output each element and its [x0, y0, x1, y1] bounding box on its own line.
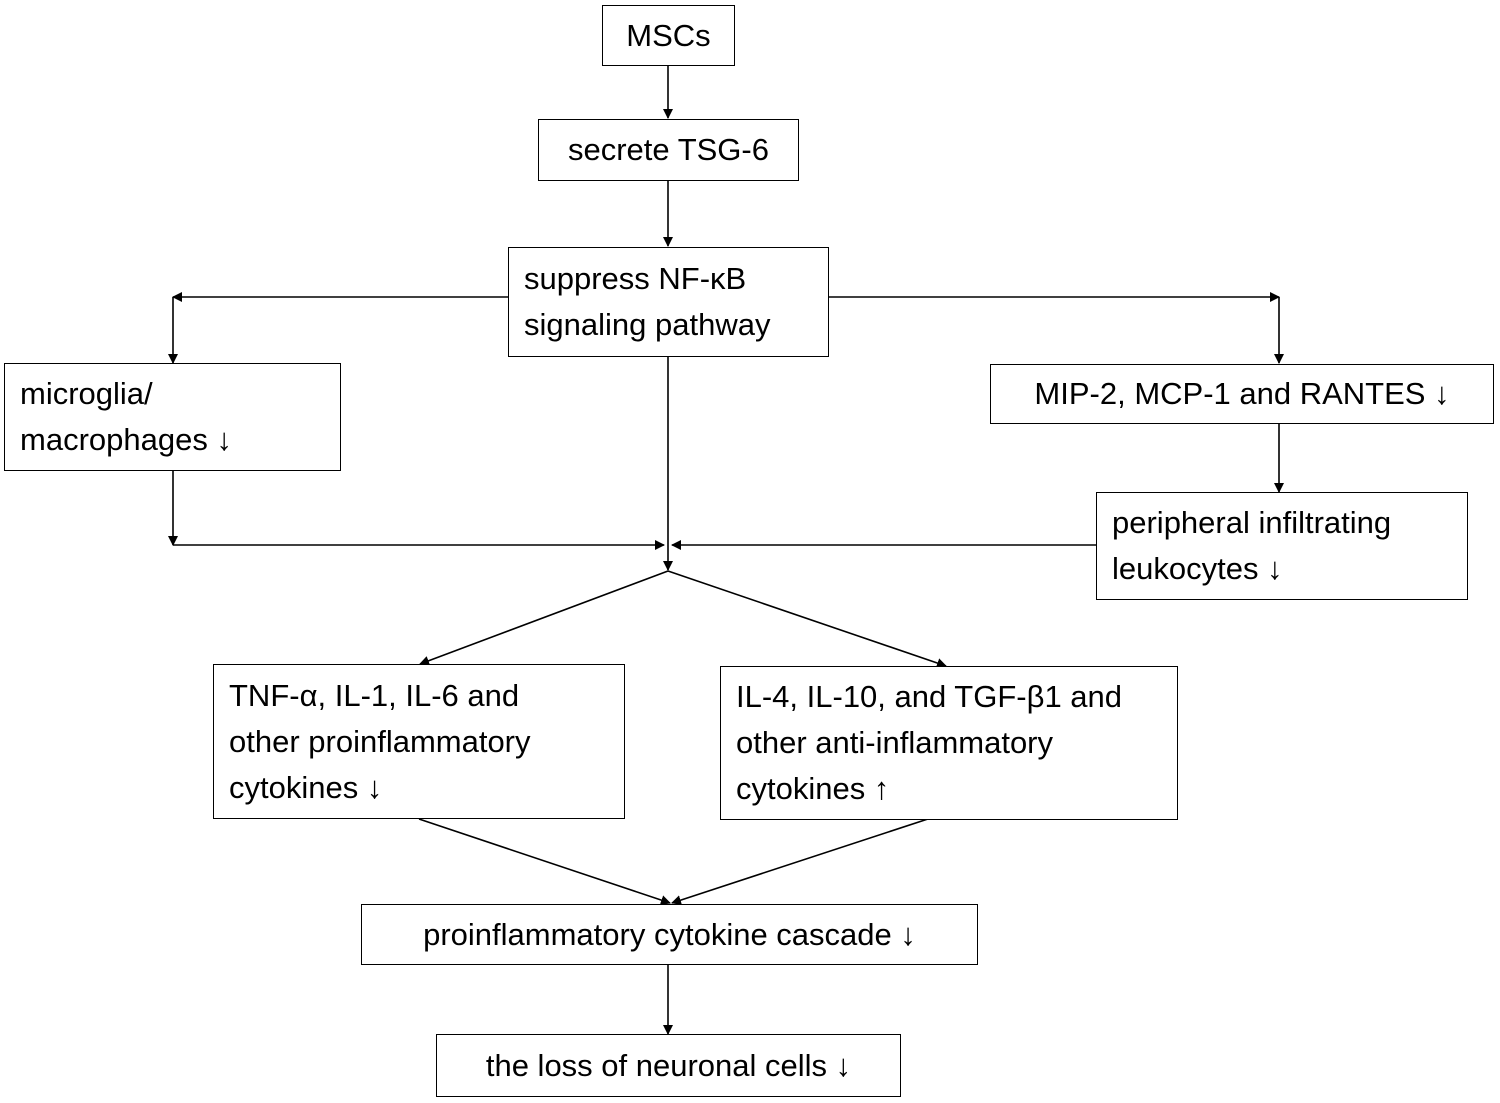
node-secrete-tsg6-line-1: secrete TSG-6: [567, 132, 769, 167]
node-proinflammatory-line-3: cytokines ↓: [229, 769, 383, 805]
node-microglia-macrophages: microglia/ macrophages ↓: [4, 363, 341, 471]
node-antiinflammatory-line-3: cytokines ↑: [736, 771, 890, 806]
node-neuronal-line-1: the loss of neuronal cells ↓: [485, 1047, 852, 1083]
node-secrete-tsg6: secrete TSG-6: [538, 119, 799, 181]
node-microglia-line-2: macrophages ↓: [20, 422, 232, 457]
node-cascade-line-1: proinflammatory cytokine cascade ↓: [423, 916, 916, 952]
arrow-merge-to-proinflammatory: [419, 570, 669, 666]
node-neuronal-loss: the loss of neuronal cells ↓: [436, 1034, 901, 1097]
node-antiinflammatory-line-2: other anti-inflammatory: [736, 725, 1054, 760]
node-cytokine-cascade: proinflammatory cytokine cascade ↓: [361, 904, 978, 965]
node-chemokines-line-1: MIP-2, MCP-1 and RANTES ↓: [1034, 376, 1450, 411]
node-proinflammatory-line-1: TNF-α, IL-1, IL-6 and: [229, 677, 520, 713]
node-leukocytes-line-1: peripheral infiltrating: [1112, 505, 1392, 540]
node-peripheral-leukocytes: peripheral infiltrating leukocytes ↓: [1096, 492, 1468, 600]
node-leukocytes-line-2: leukocytes ↓: [1112, 551, 1283, 586]
node-antiinflammatory-cytokines: IL-4, IL-10, and TGF-β1 and other anti-i…: [720, 666, 1178, 820]
node-microglia-line-1: microglia/: [20, 376, 153, 411]
node-antiinflammatory-line-1: IL-4, IL-10, and TGF-β1 and: [736, 679, 1123, 714]
node-suppress-nfkb-line-1: suppress NF-κB: [524, 261, 747, 296]
node-proinflammatory-cytokines: TNF-α, IL-1, IL-6 and other proinflammat…: [213, 664, 625, 819]
arrow-merge-to-antiinflammatory: [667, 570, 947, 668]
node-proinflammatory-line-2: other proinflammatory: [229, 723, 531, 759]
node-suppress-nfkb-line-2: signaling pathway: [524, 307, 771, 342]
node-mscs-line-1: MSCs: [626, 17, 711, 53]
node-mscs: MSCs: [602, 5, 735, 66]
node-chemokines: MIP-2, MCP-1 and RANTES ↓: [990, 364, 1494, 424]
arrow-proinflammatory-to-cascade: [418, 818, 671, 905]
node-suppress-nfkb: suppress NF-κB signaling pathway: [508, 247, 829, 357]
arrow-antiinflammatory-to-cascade: [671, 816, 935, 905]
